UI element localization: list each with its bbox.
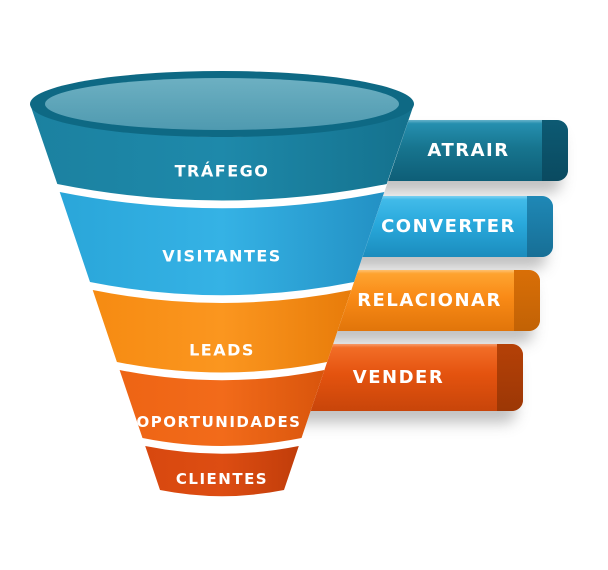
funnel-stage-clientes-shape: [145, 446, 299, 497]
stage-label-trafego: TRÁFEGO: [174, 161, 270, 181]
banner-atrair-label: ATRAIR: [427, 140, 510, 161]
banner-relacionar-label: RELACIONAR: [357, 290, 502, 311]
funnel-stage-visitantes-shape: [59, 192, 385, 296]
banner-atrair-edge: [542, 120, 568, 181]
funnel-opening: [45, 78, 399, 130]
banner-relacionar-edge: [514, 270, 540, 331]
stage-label-visitantes: VISITANTES: [162, 246, 282, 266]
stage-label-clientes: CLIENTES: [175, 470, 269, 488]
stage-label-leads: LEADS: [189, 340, 255, 360]
funnel-stage-trafego-shape: [30, 104, 414, 201]
banner-vender-edge: [497, 344, 523, 411]
banner-converter-label: CONVERTER: [381, 216, 516, 237]
funnel-stage-leads-shape: [92, 290, 352, 373]
funnel-silhouette: [30, 104, 414, 497]
banner-vender-label: VENDER: [352, 367, 445, 388]
banner-converter-edge: [527, 196, 553, 257]
funnel-stage-oportunidades-shape: [119, 370, 325, 446]
stage-label-oportunidades: OPORTUNIDADES: [136, 413, 302, 431]
